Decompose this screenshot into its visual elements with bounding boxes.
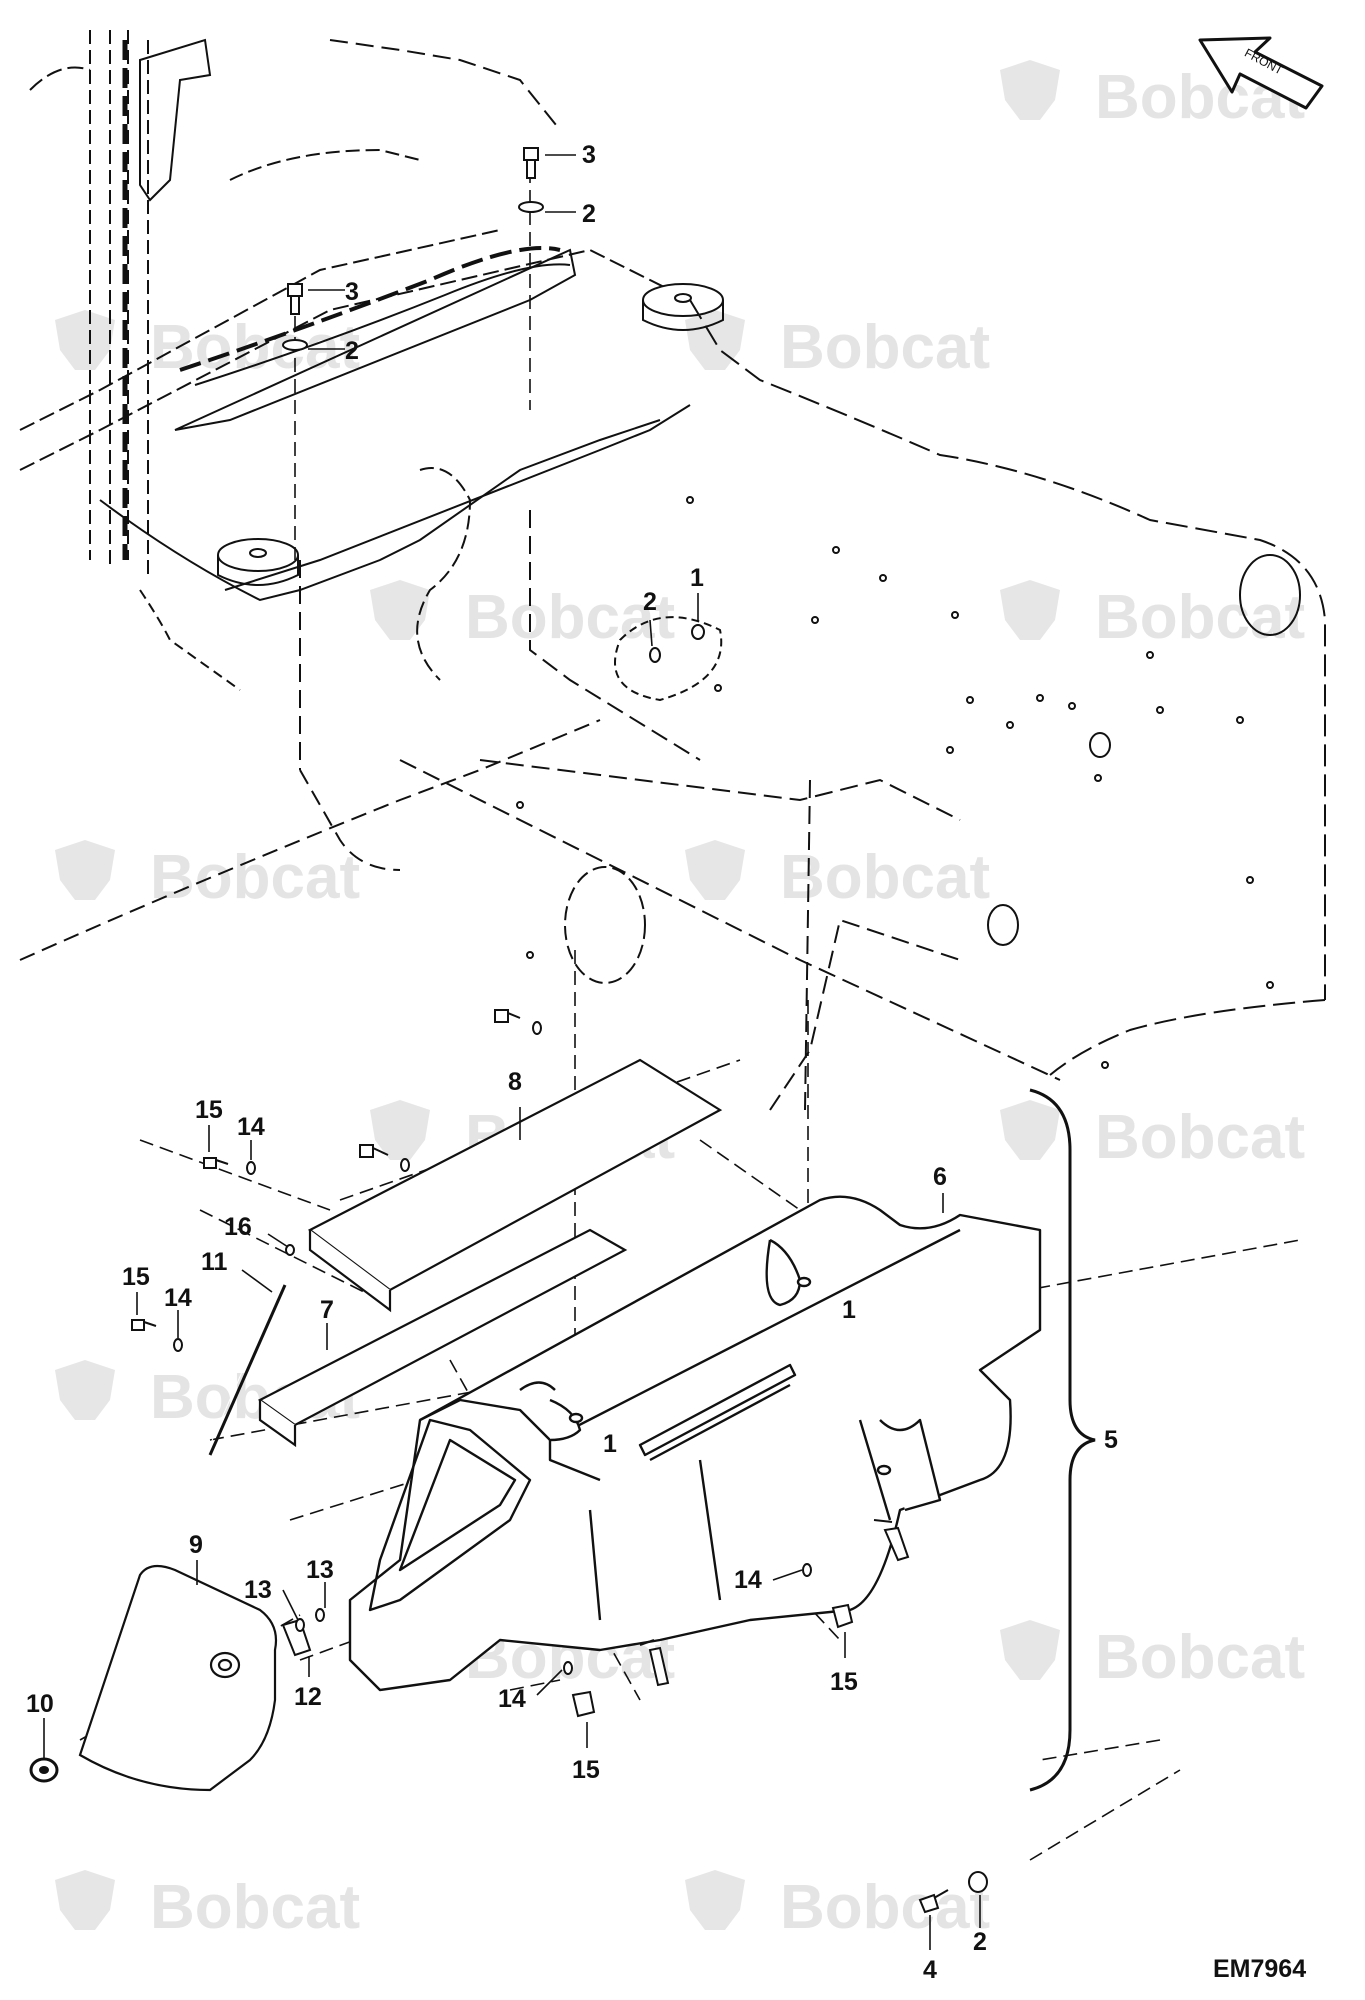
callout-11: 11	[201, 1248, 228, 1276]
callout-1-top: 1	[690, 564, 704, 592]
watermark-text: Bobcat	[150, 1873, 360, 1942]
callout-15-bottom: 15	[572, 1756, 600, 1784]
callout-16: 16	[224, 1213, 252, 1241]
bolt-3-lower	[287, 283, 303, 315]
part-7-channel-bracket	[257, 1228, 628, 1448]
part-13-washers	[295, 1608, 325, 1632]
bobcat-logo-icon	[370, 580, 430, 640]
callout-5: 5	[1104, 1426, 1118, 1454]
machine-frame-phantom	[19, 30, 1326, 1111]
callout-2-lower: 2	[345, 337, 359, 365]
watermark-text: Bobcat	[780, 313, 990, 382]
watermark-text: Bobcat	[1095, 583, 1305, 652]
washer-2-lower	[282, 339, 308, 351]
callout-14-bottom: 14	[498, 1685, 526, 1713]
callout-3-upper: 3	[582, 141, 596, 169]
callout-12: 12	[294, 1683, 322, 1711]
callout-7: 7	[320, 1296, 334, 1324]
watermark-9: Bobcat	[1000, 1100, 1305, 1172]
watermark-text: Bobcat	[1095, 1103, 1305, 1172]
bobcat-logo-icon	[1000, 60, 1060, 120]
watermark-text: Bobcat	[780, 843, 990, 912]
bobcat-logo-icon	[685, 1870, 745, 1930]
drawing-number: EM7964	[1213, 1955, 1306, 1983]
bobcat-logo-icon	[1000, 580, 1060, 640]
watermark-5: Bobcat	[1000, 580, 1305, 652]
bobcat-logo-icon	[1000, 1100, 1060, 1160]
bobcat-logo-icon	[1000, 1620, 1060, 1680]
bobcat-logo-icon	[55, 310, 115, 370]
callout-3-lower: 3	[345, 278, 359, 306]
bobcat-logo-icon	[55, 840, 115, 900]
watermark-text: Bobcat	[1095, 1623, 1305, 1692]
bobcat-logo-icon	[55, 1870, 115, 1930]
watermark-text: Bobcat	[780, 1873, 990, 1942]
part-6-main-housing	[348, 1195, 1042, 1692]
part-9-end-cover	[78, 1564, 278, 1792]
bobcat-logo-icon	[370, 1100, 430, 1160]
watermark-4: Bobcat	[370, 580, 675, 652]
fastener-1-mid	[691, 624, 705, 640]
watermark-text: Bobcat	[150, 843, 360, 912]
watermark-3: Bobcat	[685, 310, 990, 382]
callout-2-bottom: 2	[973, 1928, 987, 1956]
callout-14-right: 14	[734, 1566, 762, 1594]
part-8-cover-plate	[307, 1058, 723, 1313]
callout-15-upper: 15	[195, 1096, 223, 1124]
callout-15-left: 15	[122, 1263, 150, 1291]
callout-2-upper: 2	[582, 200, 596, 228]
callout-13-upper: 13	[306, 1556, 334, 1584]
callout-leader-lines	[43, 154, 981, 1950]
callout-8: 8	[508, 1068, 522, 1096]
part-12-bracket-clip	[281, 1618, 312, 1657]
bobcat-logo-icon	[685, 840, 745, 900]
callout-14-upper: 14	[237, 1113, 265, 1141]
callout-1-center: 1	[603, 1430, 617, 1458]
callout-14-left: 14	[164, 1284, 192, 1312]
watermark-text: Bobcat	[465, 583, 675, 652]
part-10-nut	[29, 1757, 59, 1783]
watermark-6: Bobcat	[55, 840, 360, 912]
bolt-3-upper	[523, 147, 539, 179]
watermark-text: Bobcat	[150, 313, 360, 382]
washer-2-upper	[518, 201, 544, 213]
callout-15-right: 15	[830, 1668, 858, 1696]
callout-10: 10	[26, 1690, 54, 1718]
part-11-rod	[206, 1284, 287, 1456]
fastener-bolts	[131, 147, 988, 1914]
watermark-14: Bobcat	[55, 1870, 360, 1942]
callout-labels: 3 2 3 2 2 1 8 6 5 15 14 16 15 11 14 7 1 …	[26, 141, 1118, 1984]
washer-2-mid	[649, 647, 661, 663]
watermark-15: Bobcat	[685, 1870, 990, 1942]
callout-1-right: 1	[842, 1296, 856, 1324]
item-5-brace	[1029, 1088, 1096, 1792]
watermark-13: Bobcat	[1000, 1620, 1305, 1692]
bobcat-logo-icon	[55, 1360, 115, 1420]
watermark-2: Bobcat	[55, 310, 360, 382]
callout-9: 9	[189, 1531, 203, 1559]
callout-4: 4	[923, 1956, 937, 1984]
callout-13-lower: 13	[244, 1576, 272, 1604]
watermark-7: Bobcat	[685, 840, 990, 912]
callout-6: 6	[933, 1163, 947, 1191]
arrow-icon	[1198, 36, 1324, 110]
callout-2-mid: 2	[643, 588, 657, 616]
part-16-clip	[285, 1244, 295, 1256]
